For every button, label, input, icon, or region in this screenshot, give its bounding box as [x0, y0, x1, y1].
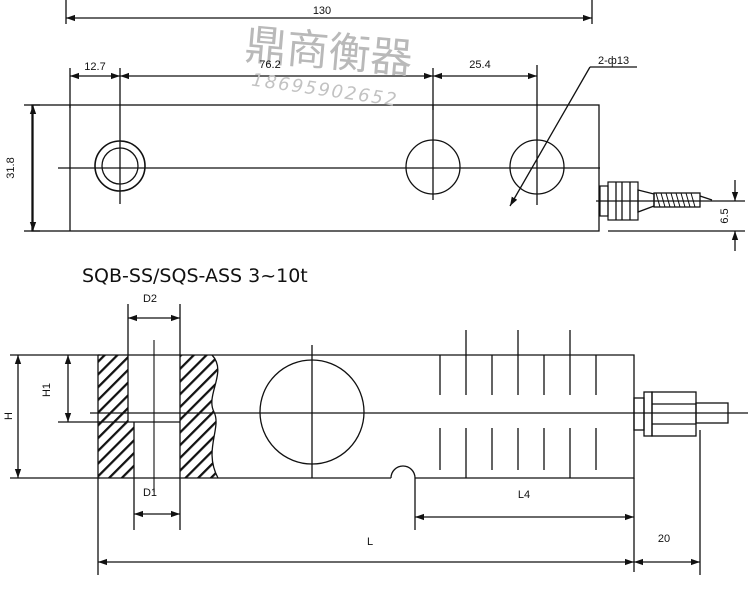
- model-title: SQB-SS/SQS-ASS 3~10t: [82, 265, 308, 287]
- height-label: 31.8: [5, 157, 17, 178]
- total-length-label: 130: [313, 5, 331, 17]
- hole-pitch-label: 25.4: [469, 59, 490, 71]
- h1-label: H1: [41, 383, 53, 397]
- cable-height-label: 6.5: [719, 208, 731, 223]
- d1-label: D1: [143, 487, 157, 499]
- l-label: L: [367, 536, 373, 548]
- d2-label: D2: [143, 293, 157, 305]
- cable-length-label: 20: [658, 533, 670, 545]
- top-view: [24, 0, 745, 251]
- hole-spec-label: 2-ф13: [598, 55, 629, 67]
- l4-label: L4: [518, 489, 530, 501]
- h-label: H: [3, 412, 15, 420]
- hole-spacing-label: 76.2: [259, 59, 280, 71]
- hole-offset-label: 12.7: [84, 61, 105, 73]
- side-view: [10, 304, 748, 575]
